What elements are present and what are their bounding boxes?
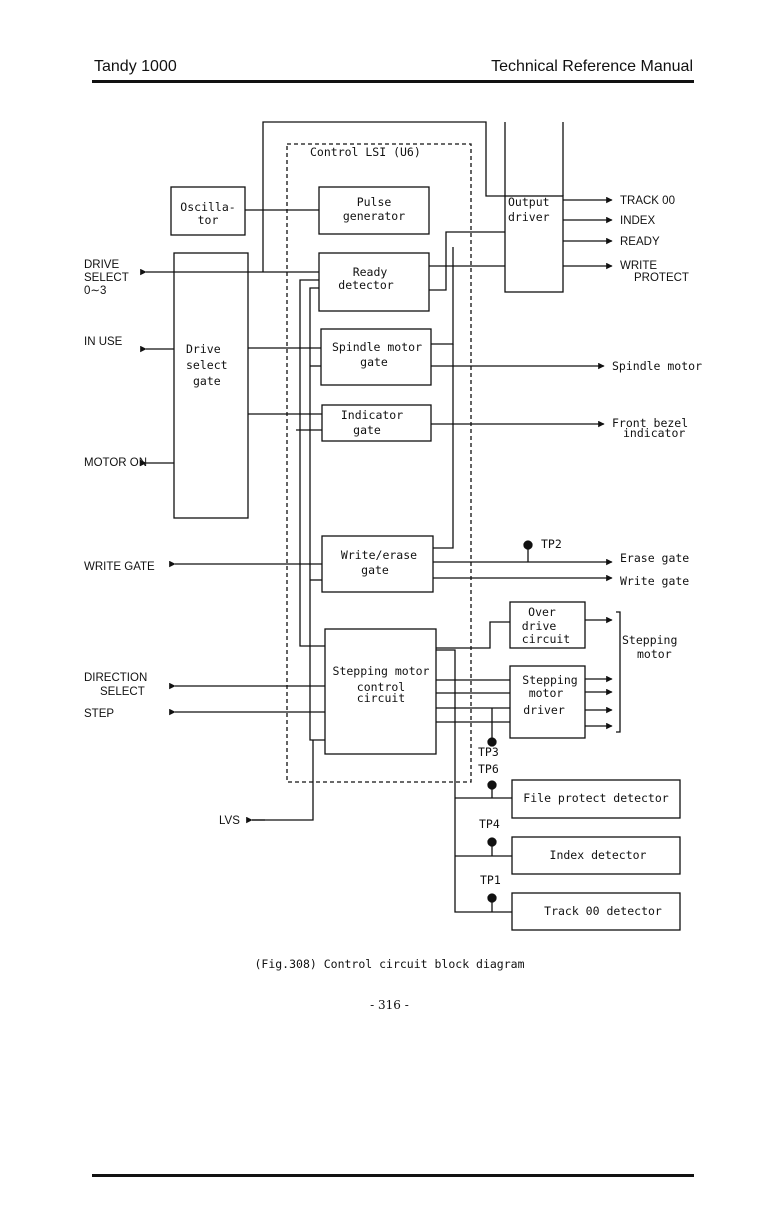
track00-output-label: TRACK 00 [620,195,675,207]
drive-select-label: Drive select gate [186,342,228,388]
svg-text:Write/erase: Write/erase [341,548,417,562]
svg-text:SELECT: SELECT [100,686,145,698]
svg-text:PROTECT: PROTECT [634,272,689,284]
write-protect-label: WRITE PROTECT [620,260,689,284]
indicator-gate-label: Indicator gate [341,408,403,437]
write-gate-output-label: Write gate [620,574,689,588]
svg-text:Output: Output [508,195,550,209]
svg-text:Stepping: Stepping [522,673,577,687]
index-detector-label: Index detector [550,848,647,862]
svg-text:driver: driver [523,703,565,717]
svg-text:DRIVE: DRIVE [84,259,119,271]
svg-text:Drive: Drive [186,342,221,356]
svg-text:gate: gate [361,563,389,577]
svg-text:Stepping motor: Stepping motor [333,664,430,678]
tp2-label: TP2 [541,537,562,551]
tp3-label: TP3 [478,745,499,759]
lsi-boundary [286,143,472,783]
svg-text:tor: tor [198,213,219,227]
spindle-gate-label: Spindle motor gate [332,340,422,369]
oscillator-block [170,186,246,236]
svg-text:Stepping: Stepping [622,633,677,647]
tp4-label: TP4 [479,817,500,831]
file-protect-block [511,779,681,819]
svg-text:motor: motor [529,686,564,700]
stepping-control-label: Stepping motor control circuit [333,664,430,705]
figure-caption: (Fig.308) Control circuit block diagram [254,957,525,971]
stepping-driver-label: Stepping motor driver [522,673,577,717]
svg-text:circuit: circuit [522,632,570,646]
page-number: - 316 - [370,998,409,1012]
footer-rule [92,1174,694,1177]
drive-select-block [173,252,249,519]
tp1-label: TP1 [480,873,501,887]
stepping-control-block [324,628,437,755]
ready-detector-block [318,252,430,312]
over-drive-label: Over drive circuit [522,605,571,646]
svg-text:Pulse: Pulse [357,195,392,209]
index-output-label: INDEX [620,215,655,227]
lsi-label: Control LSI (U6) [310,145,421,159]
svg-text:indicator: indicator [623,426,685,440]
svg-text:Over: Over [528,605,556,619]
svg-text:WRITE: WRITE [620,260,657,272]
direction-select-label: DIRECTION SELECT [84,672,147,698]
svg-text:Ready: Ready [353,265,388,279]
svg-text:Oscilla-: Oscilla- [180,200,235,214]
in-use-label: IN USE [84,336,123,348]
write-erase-gate-label: Write/erase gate [341,548,417,577]
file-protect-label: File protect detector [523,791,668,805]
svg-text:control: control [357,680,405,694]
motor-on-label: MOTOR ON [84,457,147,469]
svg-text:Spindle motor: Spindle motor [332,340,422,354]
svg-text:select: select [186,358,228,372]
svg-text:gate: gate [193,374,221,388]
stepping-motor-label: Stepping motor [622,633,677,661]
svg-text:SELECT: SELECT [84,272,129,284]
ready-detector-label: Ready detector [338,265,393,292]
header-right: Technical Reference Manual [491,58,693,75]
svg-text:gate: gate [360,355,388,369]
svg-text:motor: motor [637,647,672,661]
ready-output-label: READY [620,236,660,248]
output-driver-label: Output driver [508,195,550,224]
svg-text:DIRECTION: DIRECTION [84,672,147,684]
svg-text:detector: detector [338,278,393,292]
svg-text:drive: drive [522,619,557,633]
step-label: STEP [84,708,114,720]
front-bezel-label: Front bezel indicator [612,416,688,440]
erase-gate-label: Erase gate [620,551,689,565]
svg-text:gate: gate [353,423,381,437]
spindle-gate-block [320,328,432,386]
spindle-motor-label: Spindle motor [612,359,702,373]
svg-text:Front bezel: Front bezel [612,416,688,430]
header-rule [92,80,694,83]
lvs-label: LVS [219,815,240,827]
svg-text:driver: driver [508,210,550,224]
svg-text:Indicator: Indicator [341,408,403,422]
svg-text:generator: generator [343,209,405,223]
tp6-label: TP6 [478,762,499,776]
track00-label: Track 00 detector [544,904,662,918]
over-drive-block [509,601,586,649]
stepping-driver-block [509,665,586,739]
svg-text:circuit: circuit [357,691,405,705]
pulse-generator-label: Pulse generator [343,195,405,223]
output-driver-block [504,195,564,293]
write-gate-input-label: WRITE GATE [84,561,155,573]
header-left: Tandy 1000 [94,58,177,75]
oscillator-label: Oscilla- tor [180,200,235,227]
indicator-gate-block [321,404,432,442]
svg-text:0∼3: 0∼3 [84,285,106,297]
drive-select-input-label: DRIVE SELECT 0∼3 [84,259,129,297]
